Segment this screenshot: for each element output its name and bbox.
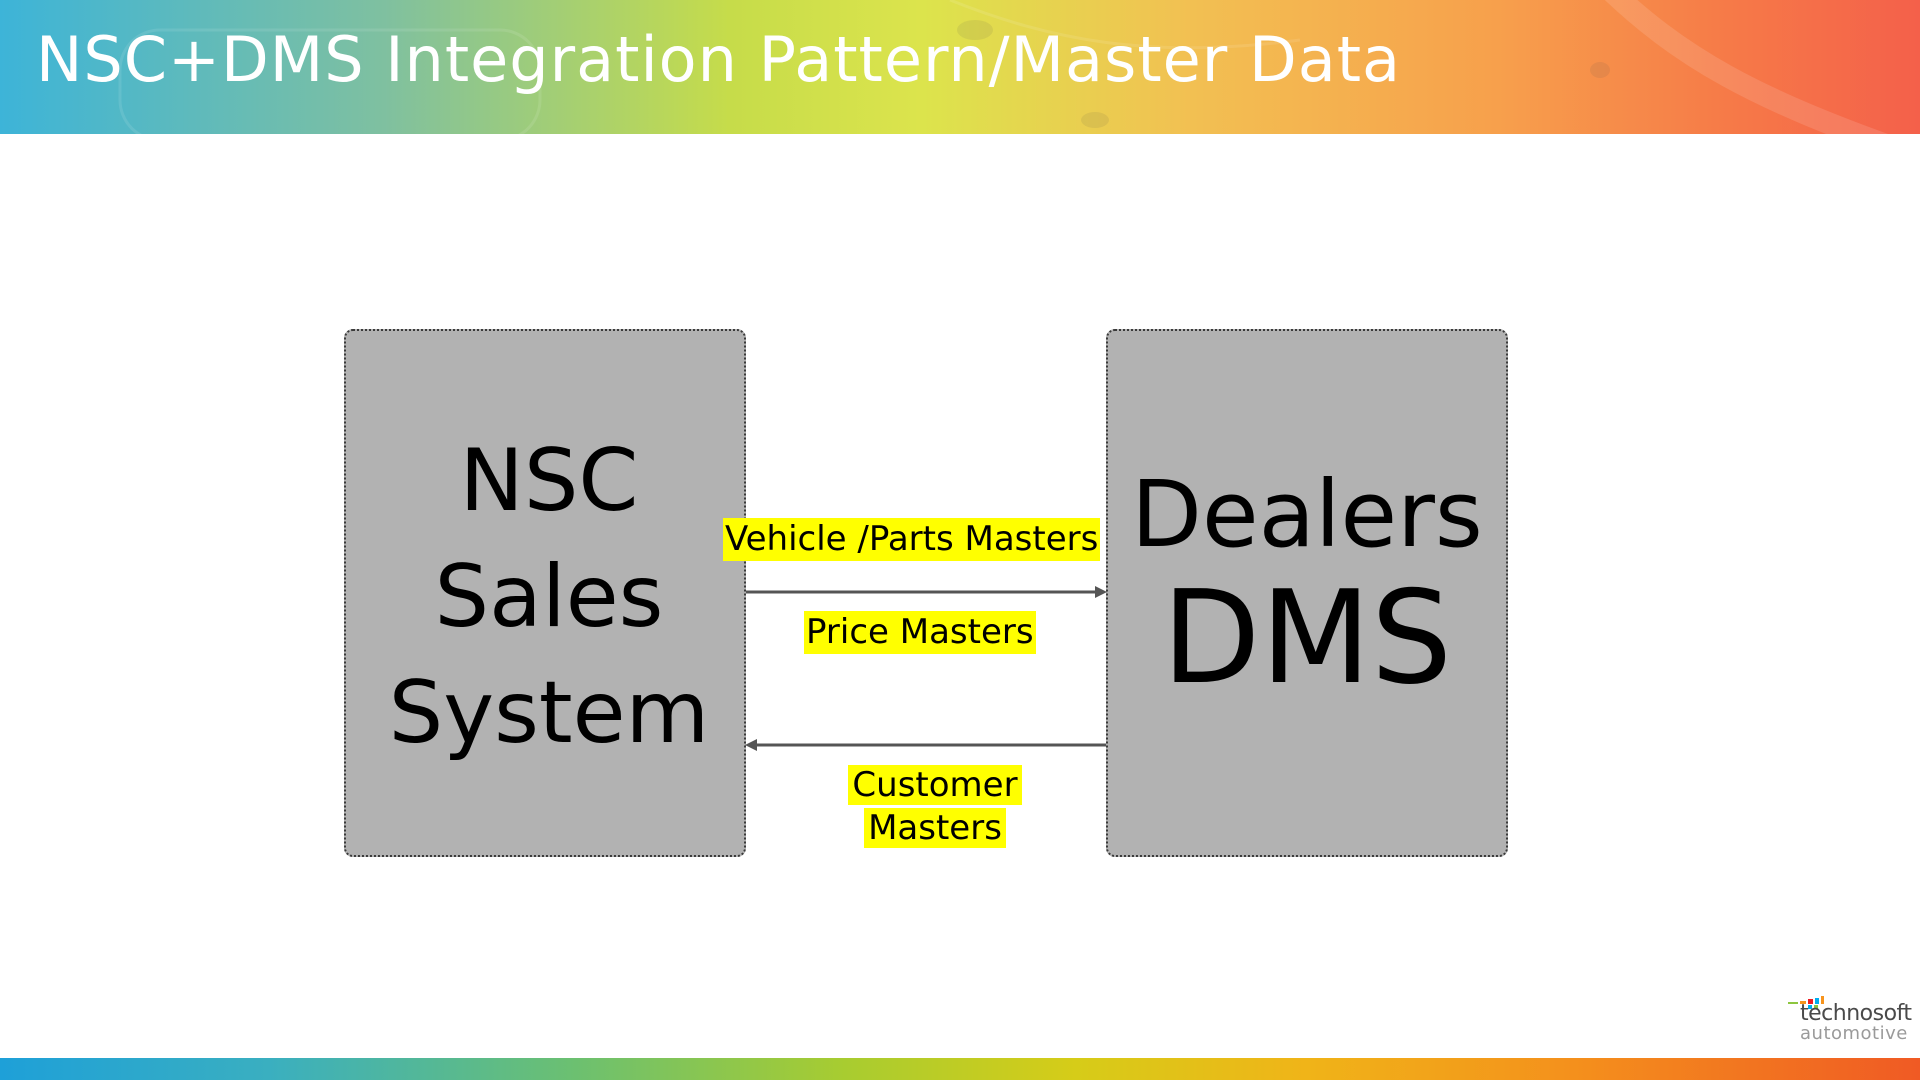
header-background-graphic [118,0,1889,134]
footer-gradient-bar [0,1058,1920,1080]
box-line-dms: DMS [1161,564,1453,713]
page-title: NSC+DMS Integration Pattern/Master Data [36,23,1402,96]
arrow-dms-to-nsc [745,739,1106,751]
header-banner: NSC+DMS Integration Pattern/Master Data [0,0,1920,134]
logo-color-bars-icon [1788,996,1824,1009]
dealers-dms-box: Dealers DMS [1106,329,1508,857]
box-line-dealers: Dealers [1131,461,1483,568]
flow-label-price-masters: Price Masters [804,611,1036,654]
flow-label-customer-masters: Customer Masters [840,764,1030,850]
logo-name: technosoft [1800,1001,1912,1026]
arrow-nsc-to-dms [746,586,1107,598]
logo-subtitle: automotive [1800,1023,1908,1044]
box-line-system: System [388,663,710,763]
flow-label-masters: Masters [864,808,1006,848]
technosoft-logo: technosoft automotive [1788,996,1912,1048]
nsc-sales-system-box: NSC Sales System [344,329,746,857]
box-line-sales: Sales [434,547,664,647]
flow-label-customer: Customer [848,765,1022,805]
box-line-nsc: NSC [459,431,639,531]
flow-label-vehicle-parts-masters: Vehicle /Parts Masters [723,518,1101,561]
